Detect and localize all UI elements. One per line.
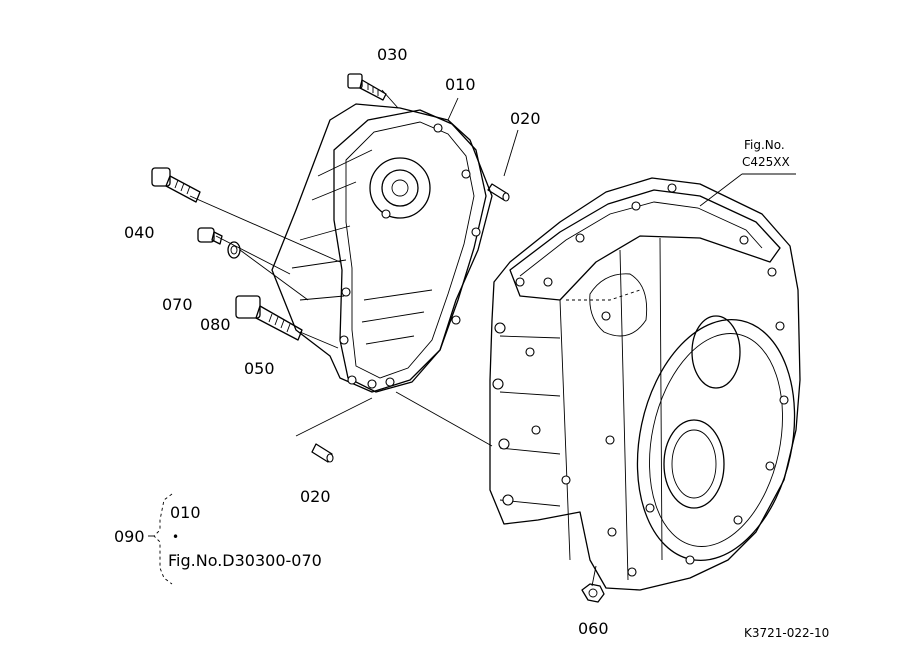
group-bullet: • xyxy=(172,530,180,544)
label-070: 070 xyxy=(162,295,193,314)
figref-line1: Fig.No. xyxy=(744,138,785,152)
figref-line2: C425XX xyxy=(742,155,790,169)
part-060-nut xyxy=(581,583,605,603)
part-020-dowel-bottom xyxy=(311,443,334,463)
label-060: 060 xyxy=(578,619,609,638)
label-090: 090 xyxy=(114,527,145,546)
part-040-bolt xyxy=(151,167,201,203)
label-010: 010 xyxy=(445,75,476,94)
label-040: 040 xyxy=(124,223,155,242)
label-020-top: 020 xyxy=(510,109,541,128)
part-070-plug xyxy=(197,227,223,245)
label-050: 050 xyxy=(244,359,275,378)
leader-lines xyxy=(189,89,796,587)
label-030: 030 xyxy=(377,45,408,64)
part-080-washer xyxy=(227,241,241,259)
drawing-code: K3721-022-10 xyxy=(744,626,830,640)
part-050-bolt xyxy=(235,295,303,341)
label-020-bottom: 020 xyxy=(300,487,331,506)
part-010-cover xyxy=(271,103,493,393)
part-030-bolt xyxy=(347,73,387,101)
group-reference: Fig.No.D30300-070 xyxy=(168,551,322,570)
label-080: 080 xyxy=(200,315,231,334)
group-bracket xyxy=(148,493,173,585)
group-item-010: 010 xyxy=(170,503,201,522)
transmission-case xyxy=(489,177,801,591)
